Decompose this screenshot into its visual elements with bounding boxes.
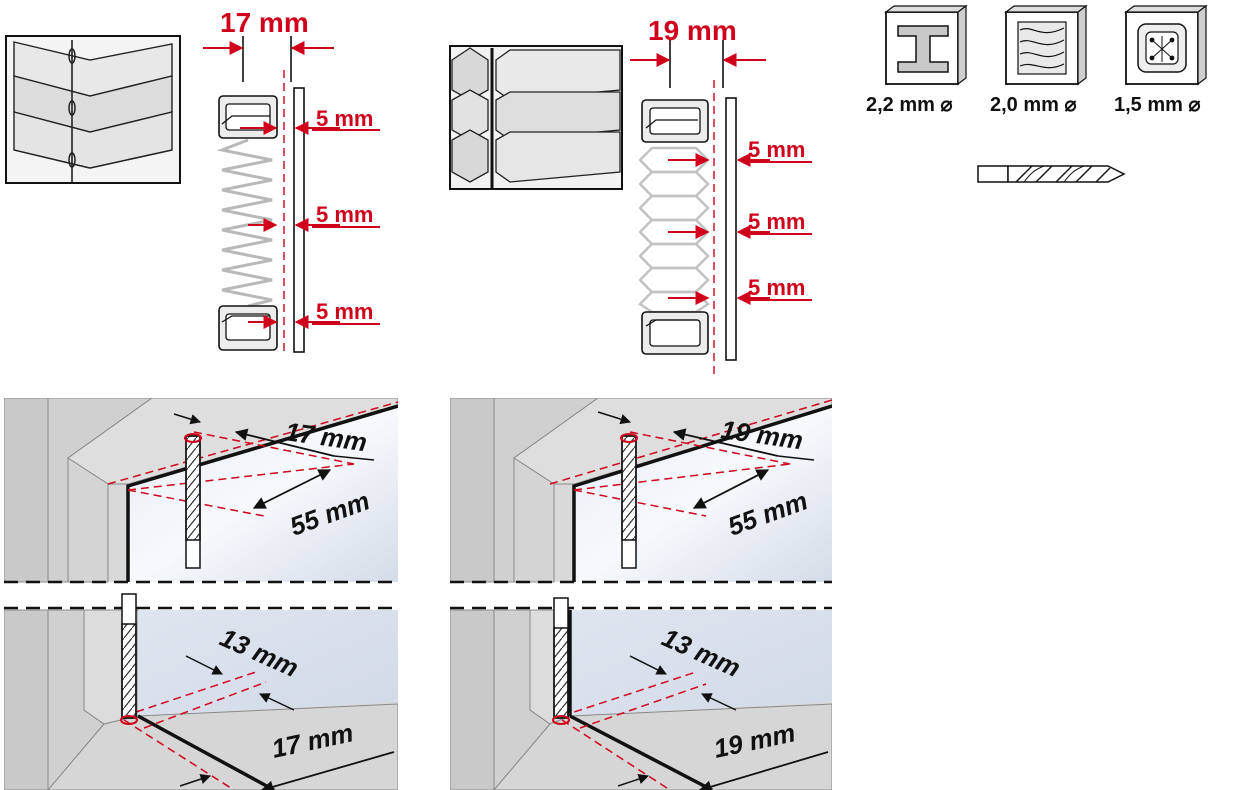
lower-frame-corner [4, 609, 398, 790]
pleated-width-label: 17 mm [220, 7, 309, 38]
plastic-profile-icon [1124, 4, 1208, 86]
upper-frame-corner [450, 398, 832, 583]
honeycomb-gap-middle-label: 5 mm [748, 209, 805, 234]
bottom-rail-profile [218, 305, 278, 351]
drilling-diagram-17mm: 17 mm 55 mm 13 mm 17 mm [4, 398, 398, 790]
plastic-drill-size-label: 1,5 mm ⌀ [1114, 94, 1201, 116]
steel-drill-size-label: 2,2 mm ⌀ [866, 94, 953, 116]
honeycomb-cells [638, 146, 710, 314]
pleated-fabric-illustration [5, 35, 181, 184]
lower-frame-corner [450, 609, 832, 790]
steel-i-beam-icon [884, 4, 968, 86]
wood-grain-icon [1004, 4, 1088, 86]
pleat-zigzag [216, 138, 273, 308]
bottom-rail-profile [641, 311, 709, 355]
honeycomb-blind-diagram: 19 mm 5 mm 5 mm 5 mm [449, 15, 812, 374]
drilling-diagram-19mm: 19 mm 55 mm 13 mm 19 mm [450, 398, 832, 790]
drill-bit-lower [552, 597, 570, 725]
top-rail-profile [218, 95, 278, 139]
honeycomb-fabric-illustration [449, 45, 623, 190]
pleated-gap-middle-label: 5 mm [316, 202, 373, 227]
honeycomb-gap-top-label: 5 mm [748, 137, 805, 162]
drill-bit-upper [184, 433, 202, 569]
wood-drill-size-label: 2,0 mm ⌀ [990, 94, 1077, 116]
honeycomb-width-label: 19 mm [648, 15, 737, 46]
pleated-gap-bottom-label: 5 mm [316, 299, 373, 324]
drill-bit-upper [620, 433, 638, 569]
drill-bit-lower [120, 593, 138, 725]
pleated-blind-diagram: 17 mm 5 mm 5 mm 5 mm [5, 7, 380, 356]
honeycomb-gap-bottom-label: 5 mm [748, 275, 805, 300]
drill-size-legend: 2,2 mm ⌀ 2,0 mm ⌀ 1,5 mm ⌀ [866, 4, 1208, 183]
pleated-gap-top-label: 5 mm [316, 106, 373, 131]
drill-bit-icon [977, 165, 1126, 183]
top-rail-profile [641, 99, 709, 143]
